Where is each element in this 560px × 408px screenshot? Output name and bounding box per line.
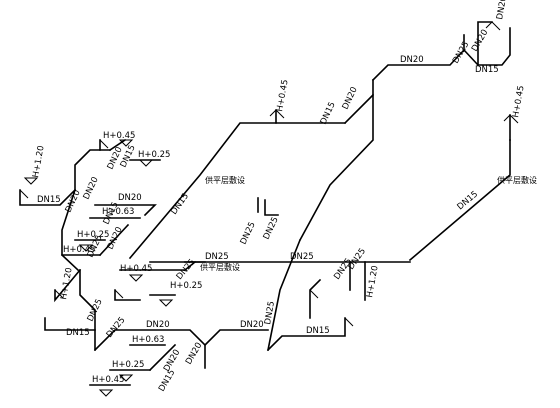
pipe-center-top-diagonal: [275, 109, 346, 124]
pipe-left-mid-to-center: [119, 260, 197, 271]
pipe-left-lower-to-dn20: [148, 343, 177, 372]
label-dn25-conn: DN25: [205, 252, 229, 262]
pipe-left-lower-riser: [54, 268, 82, 303]
label-dn15-top-right: DN15: [475, 65, 499, 75]
label-dn25-horizontal: DN25: [290, 252, 314, 262]
label-h025-left-mid: H+0.25: [77, 230, 109, 240]
level-mark-6: [118, 374, 134, 382]
label-dn25-left-bottom2: DN25: [105, 315, 128, 340]
label-dn15-left-bottom2: DN15: [157, 368, 178, 394]
terminal-mark-2: [503, 114, 519, 124]
label-dn25-left-bottom: DN25: [86, 298, 105, 324]
label-dn25-lower-vert: DN25: [263, 300, 277, 325]
pipe-right-vertical-link: [298, 94, 374, 242]
label-dn20-left-top: DN20: [64, 189, 83, 215]
terminal-mark-5: [99, 139, 109, 149]
level-mark-1: [118, 139, 134, 147]
label-dn20-left-bottom3: DN20: [184, 341, 205, 367]
pipe-left-lower-dn15: [44, 317, 96, 331]
label-dn20-tr-vert: DN20: [470, 28, 491, 54]
terminal-mark-1: [269, 109, 285, 119]
level-mark-3: [78, 244, 94, 252]
label-dn20-mid-vert: DN20: [341, 86, 360, 112]
pipe-left-lower-dn20: [93, 329, 207, 352]
label-h063-left-mid: H+0.63: [102, 207, 134, 217]
label-dn20-tr-vert2: DN20: [495, 0, 509, 21]
pipe-bottom-dn20: [204, 329, 269, 369]
note-left: 供平层敷设: [200, 262, 240, 272]
label-h045-right: H+0.45: [511, 85, 526, 119]
label-h045-top-mid: H+0.45: [275, 79, 290, 113]
pipe-center-down: [267, 238, 302, 351]
label-h025-left-lower: H+0.25: [170, 281, 202, 291]
pipe-left-mid-vertical: [61, 188, 80, 272]
terminal-mark-3: [485, 21, 501, 31]
pipe-bottom-dn15: [266, 317, 346, 352]
pipe-left-mid-diag-dn20: [98, 223, 130, 257]
pipe-left-lower-h045: [114, 289, 141, 301]
level-mark-7: [98, 389, 114, 397]
label-dn20-left-bottom: DN20: [146, 320, 170, 330]
label-dn15-diag: DN15: [169, 192, 191, 217]
pipe-left-h045-stub: [108, 138, 127, 152]
label-dn15-left-bottom: DN15: [66, 328, 90, 338]
label-h120-left-mid: H+1.20: [59, 267, 74, 301]
label-dn20-left-top2: DN20: [82, 176, 101, 202]
label-h120-bottom-right: H+1.20: [365, 265, 380, 299]
label-h025-bottom: H+0.25: [112, 360, 144, 370]
label-h045-left-top: H+0.45: [103, 131, 135, 141]
label-h045-left-mid: H+0.45: [63, 245, 95, 255]
label-dn25-center2: DN25: [262, 216, 281, 242]
pipe-center-top-long: [128, 122, 277, 260]
label-dn15-bottom-mid: DN15: [306, 326, 330, 336]
note-mid: 供平层敷设: [205, 175, 245, 185]
label-h063-bottom: H+0.63: [132, 335, 164, 345]
pipe-right-long-diagonal: [408, 139, 511, 262]
terminal-mark-8: [344, 317, 354, 327]
terminal-mark-9: [309, 289, 319, 299]
pipe-center-elbow: [264, 199, 279, 216]
level-mark-8: [23, 177, 39, 185]
note-right: 供平层敷设: [497, 175, 537, 185]
label-h045-left-lower: H+0.45: [120, 264, 152, 274]
label-dn25-center: DN25: [239, 221, 258, 247]
label-dn20-top: DN20: [400, 55, 424, 65]
label-dn20-bottom-mid: DN20: [240, 320, 264, 330]
pipe-top-dn20: [371, 27, 511, 82]
label-dn15-left-top: DN15: [37, 195, 61, 205]
label-dn15-right-diag: DN15: [456, 189, 481, 212]
label-dn20-left-bottom2: DN20: [162, 348, 183, 374]
level-mark-2: [138, 159, 154, 167]
label-dn25-tr-vert: DN25: [451, 40, 472, 66]
label-dn20-left-mid: DN20: [118, 193, 142, 203]
label-h120-left-top: H+1.20: [31, 145, 46, 179]
level-mark-5: [158, 299, 174, 307]
level-mark-4: [128, 274, 144, 282]
pipe-bottom-right-riser-1: [309, 278, 322, 319]
label-h045-bottom: H+0.45: [92, 375, 124, 385]
terminal-mark-6: [54, 289, 64, 299]
pipe-riser-top-right-1: [477, 21, 493, 66]
terminal-mark-4: [19, 189, 29, 199]
pipe-left-top-dn15: [19, 188, 77, 206]
label-h025-left-top: H+0.25: [138, 150, 170, 160]
pipe-left-mid-dn20: [94, 204, 157, 217]
terminal-mark-7: [114, 289, 124, 299]
